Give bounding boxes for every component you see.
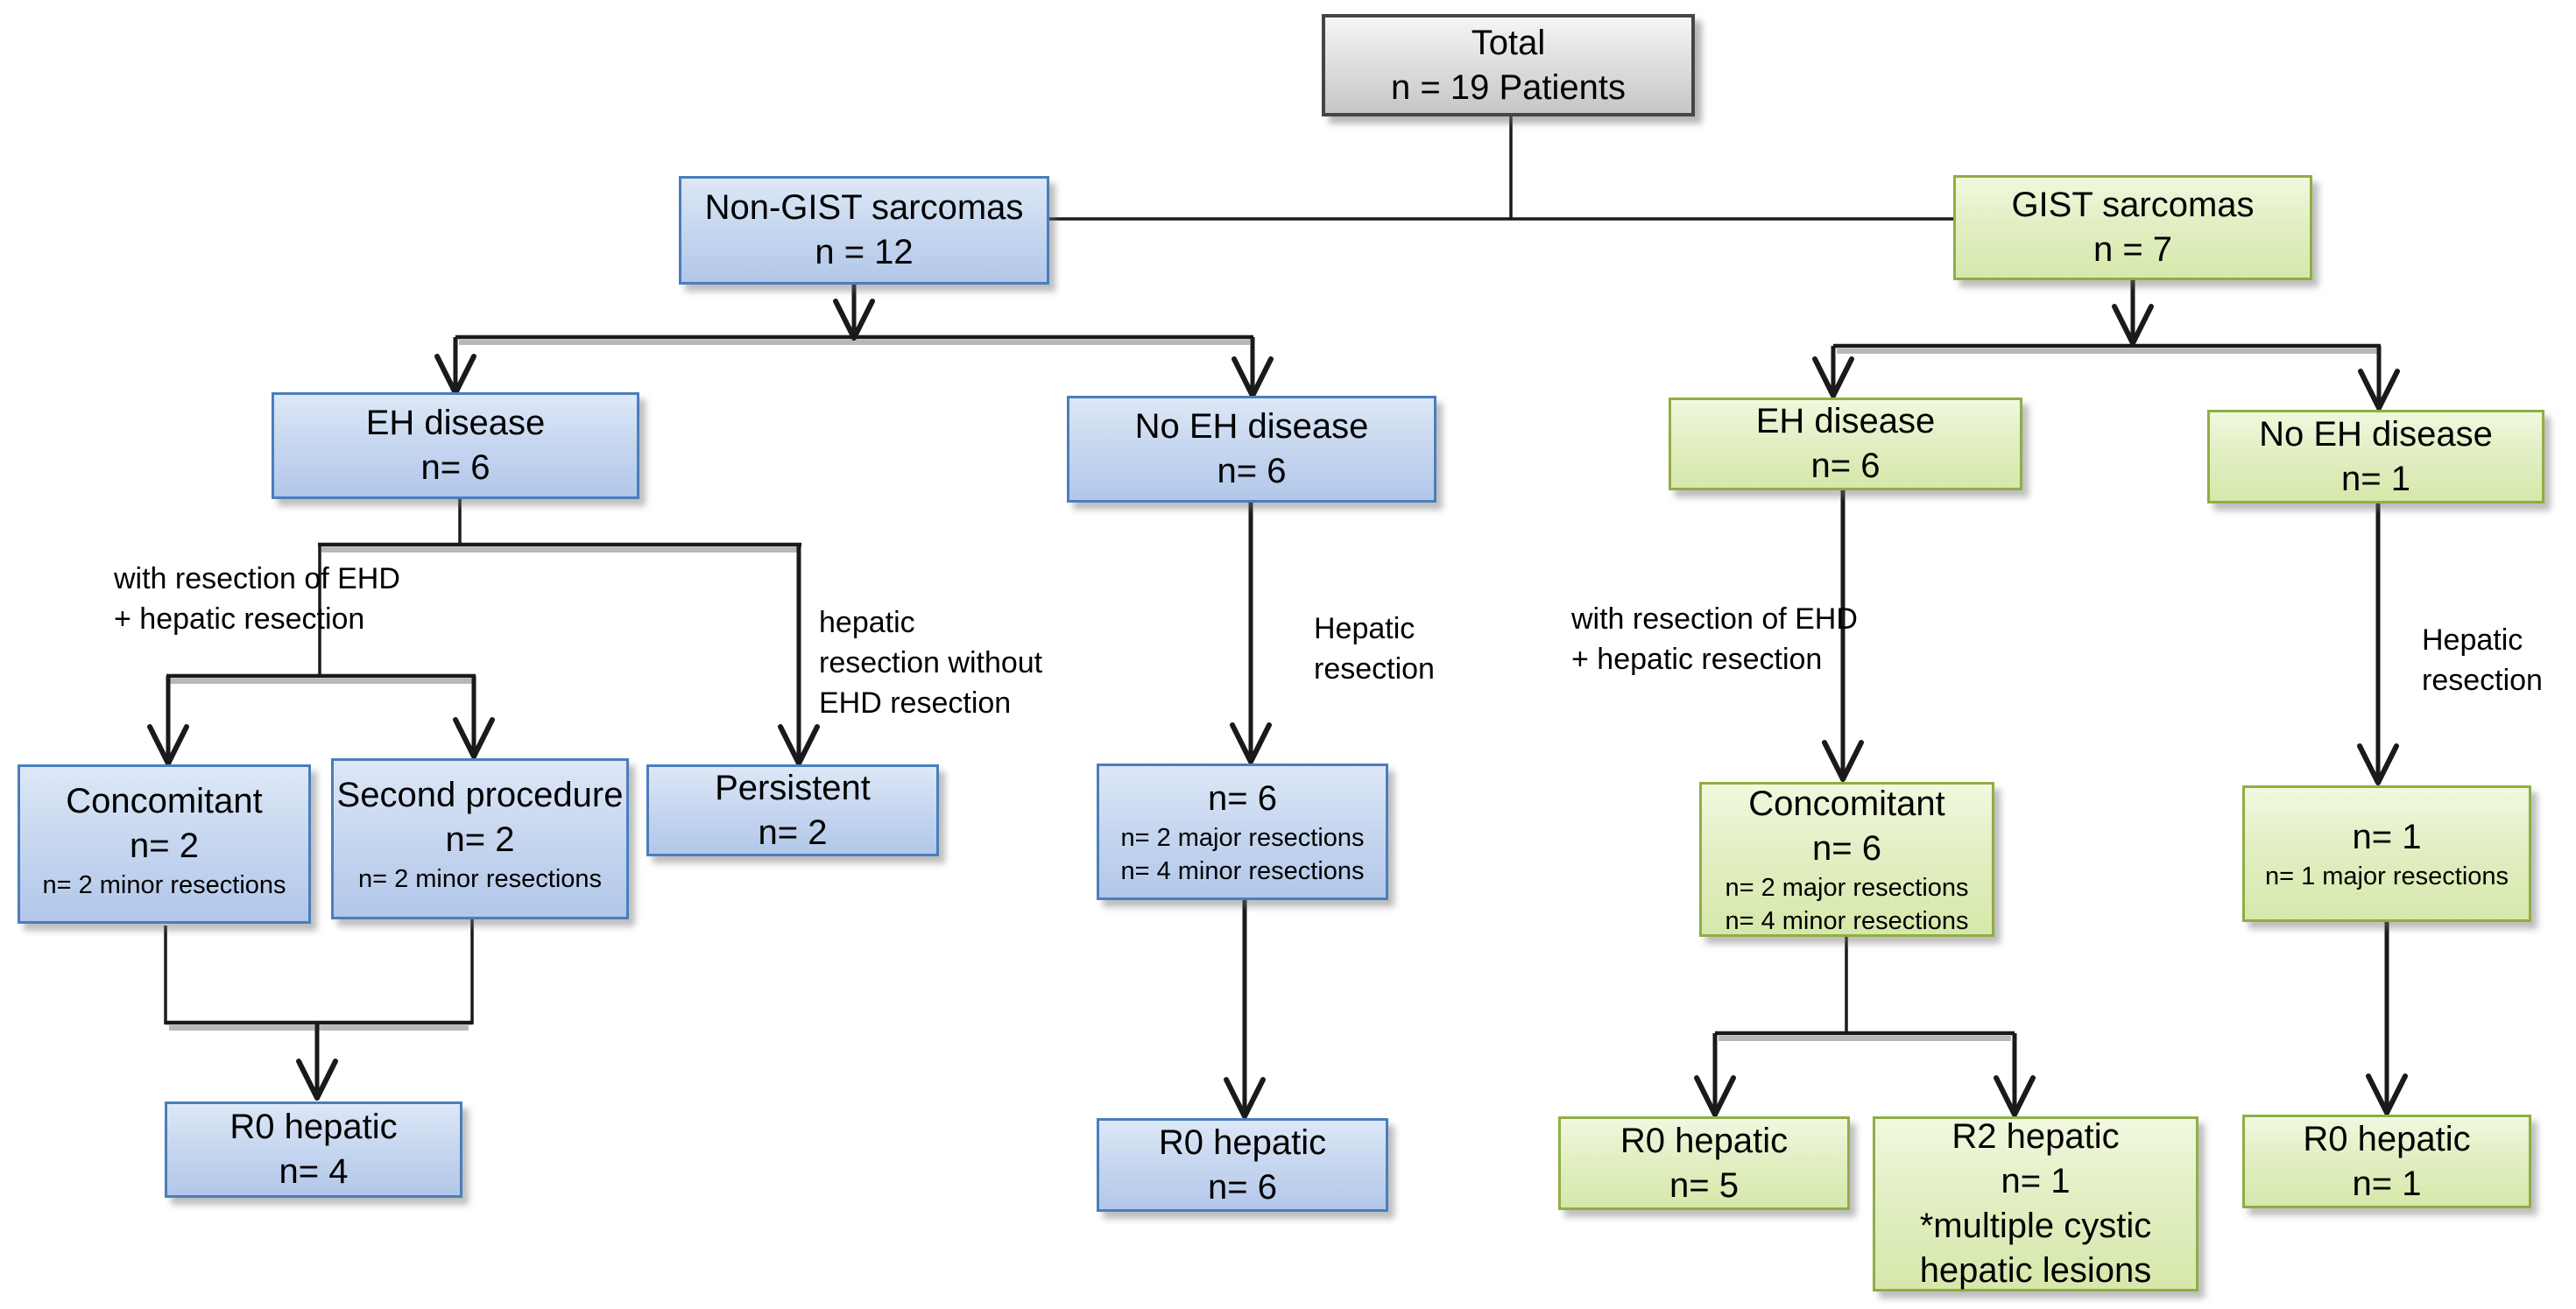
label-with-resection-ehd-gist: with resection of EHD + hepatic resectio… bbox=[1571, 599, 1858, 679]
box-text: n= 2 major resections bbox=[1120, 823, 1365, 852]
box-text: Persistent bbox=[715, 768, 871, 807]
label-hepatic-resection-right: Hepatic resection bbox=[2422, 620, 2543, 700]
box-concomitant-non-gist: Concomitant n= 2 n= 2 minor resections bbox=[18, 764, 311, 924]
box-text: n= 4 minor resections bbox=[1120, 856, 1365, 885]
box-text: hepatic lesions bbox=[1919, 1251, 2152, 1290]
box-text: GIST sarcomas bbox=[2011, 186, 2255, 224]
box-text: n= 6 bbox=[420, 448, 490, 487]
box-text: n= 6 bbox=[1208, 1167, 1277, 1207]
label-hepatic-resection-without-ehd: hepatic resection without EHD resection bbox=[819, 602, 1042, 723]
box-text: n= 4 bbox=[279, 1152, 349, 1191]
box-text: EH disease bbox=[1755, 402, 1936, 440]
box-eh-disease-non-gist: EH disease n= 6 bbox=[272, 392, 639, 499]
box-text: n= 6 bbox=[1217, 452, 1287, 490]
box-text: n= 4 minor resections bbox=[1725, 906, 1969, 935]
box-text: n = 7 bbox=[2093, 230, 2173, 269]
box-second-procedure: Second procedure n= 2 n= 2 minor resecti… bbox=[331, 758, 629, 919]
box-r0-hepatic-n4: R0 hepatic n= 4 bbox=[165, 1101, 462, 1198]
box-text: *multiple cystic bbox=[1919, 1207, 2152, 1245]
label-text: EHD resection bbox=[819, 686, 1012, 720]
box-r0-hepatic-n5: R0 hepatic n= 5 bbox=[1558, 1116, 1850, 1210]
box-text: n= 6 bbox=[1810, 447, 1881, 485]
box-text: Concomitant bbox=[1748, 784, 1945, 823]
box-text: n= 1 bbox=[2352, 817, 2422, 856]
box-text: n= 1 bbox=[2001, 1162, 2071, 1200]
box-r0-hepatic-n6: R0 hepatic n= 6 bbox=[1097, 1118, 1388, 1212]
bar-shadow bbox=[169, 340, 2377, 1041]
box-text: n= 5 bbox=[1669, 1165, 1739, 1205]
box-text: R0 hepatic bbox=[1158, 1123, 1327, 1162]
label-text: Hepatic bbox=[1314, 612, 1415, 645]
connector-line bbox=[164, 116, 1953, 1035]
label-text: with resection of EHD bbox=[114, 562, 400, 595]
box-text: n= 2 bbox=[445, 820, 515, 859]
box-text: n= 1 bbox=[2352, 1164, 2422, 1203]
box-eh-disease-gist: EH disease n= 6 bbox=[1669, 398, 2022, 490]
box-text: n= 2 minor resections bbox=[357, 865, 603, 893]
label-text: Hepatic bbox=[2422, 623, 2523, 657]
box-text: n= 2 bbox=[130, 827, 199, 865]
box-hepatic-n1: n= 1 n= 1 major resections bbox=[2242, 785, 2531, 922]
box-text: n= 1 bbox=[2341, 459, 2410, 498]
box-r2-hepatic-n1: R2 hepatic n= 1 *multiple cystic hepatic… bbox=[1873, 1116, 2198, 1291]
box-text: n= 6 bbox=[1812, 828, 1881, 868]
box-no-eh-disease-gist: No EH disease n= 1 bbox=[2207, 410, 2544, 503]
label-text: with resection of EHD bbox=[1571, 602, 1858, 636]
box-non-gist-sarcomas: Non-GIST sarcomas n = 12 bbox=[679, 176, 1049, 285]
box-concomitant-gist: Concomitant n= 6 n= 2 major resections n… bbox=[1699, 782, 1994, 937]
box-text: EH disease bbox=[365, 404, 546, 442]
box-text: R0 hepatic bbox=[229, 1108, 398, 1146]
box-text: Total bbox=[1471, 23, 1546, 62]
box-text: R0 hepatic bbox=[1620, 1121, 1789, 1160]
box-no-eh-disease-non-gist: No EH disease n= 6 bbox=[1067, 396, 1436, 503]
label-text: hepatic bbox=[819, 606, 915, 639]
box-text: R2 hepatic bbox=[1951, 1117, 2120, 1156]
box-text: n= 6 bbox=[1208, 778, 1277, 818]
label-text: resection without bbox=[819, 646, 1043, 679]
box-r0-hepatic-n1: R0 hepatic n= 1 bbox=[2242, 1115, 2531, 1208]
box-text: n= 1 major resections bbox=[2264, 862, 2509, 890]
box-hepatic-n6: n= 6 n= 2 major resections n= 4 minor re… bbox=[1097, 764, 1388, 900]
arrow-shaft bbox=[166, 280, 2389, 1113]
box-persistent: Persistent n= 2 bbox=[646, 764, 939, 856]
box-text: n = 12 bbox=[815, 233, 914, 271]
box-text: n= 2 minor resections bbox=[42, 871, 286, 899]
label-text: + hepatic resection bbox=[1571, 643, 1823, 676]
box-text: No EH disease bbox=[2259, 414, 2493, 454]
box-text: Second procedure bbox=[336, 776, 624, 814]
label-hepatic-resection-mid: Hepatic resection bbox=[1314, 609, 1435, 689]
box-text: No EH disease bbox=[1134, 407, 1369, 446]
box-text: n= 2 bbox=[758, 813, 828, 852]
box-total: Total n = 19 Patients bbox=[1322, 14, 1695, 116]
box-text: Concomitant bbox=[66, 782, 263, 820]
label-text: + hepatic resection bbox=[114, 602, 365, 636]
label-text: resection bbox=[1314, 652, 1435, 686]
box-gist-sarcomas: GIST sarcomas n = 7 bbox=[1953, 175, 2312, 280]
box-text: n= 2 major resections bbox=[1725, 873, 1969, 902]
box-text: R0 hepatic bbox=[2303, 1119, 2471, 1158]
box-text: Non-GIST sarcomas bbox=[704, 188, 1024, 227]
box-text: n = 19 Patients bbox=[1391, 67, 1626, 107]
label-with-resection-ehd-non-gist: with resection of EHD + hepatic resectio… bbox=[114, 559, 400, 639]
label-text: resection bbox=[2422, 664, 2543, 697]
